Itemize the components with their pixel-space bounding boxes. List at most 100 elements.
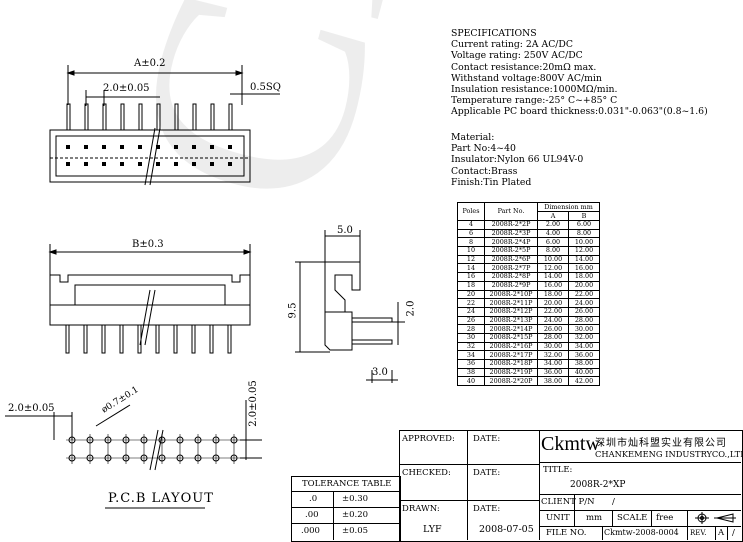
dim-a-cell: 36.00	[537, 367, 569, 378]
part-no-cell: 2008R-2*15P	[484, 332, 538, 343]
part-no-cell: 2008R-2*6P	[484, 254, 538, 265]
part-no-cell: 2008R-2*7P	[484, 263, 538, 274]
material-line: Contact:Brass	[451, 165, 518, 177]
part-no-cell: 2008R-2*4P	[484, 237, 538, 248]
dim-b-cell: 34.00	[568, 341, 600, 352]
checked-date-label: DATE:	[473, 468, 501, 478]
pcb-layout-title: P.C.B LAYOUT	[108, 491, 214, 506]
part-no-cell: 2008R-2*9P	[484, 280, 538, 291]
front-view	[48, 244, 252, 354]
material-line: Finish:Tin Plated	[451, 176, 532, 188]
dim-a-cell: 8.00	[537, 246, 569, 256]
spec-line: Voltage rating: 250V AC/DC	[451, 50, 583, 62]
dim-b-cell: 8.00	[568, 228, 600, 239]
dim-b-cell: 24.00	[568, 298, 600, 308]
spec-line: Current rating: 2A AC/DC	[451, 39, 574, 51]
dim-a-cell: 4.00	[537, 228, 569, 239]
unit-value: mm	[586, 513, 603, 523]
spec-line: Withstand voltage:800V AC/min	[451, 72, 602, 84]
drawn-by: LYF	[423, 524, 442, 535]
poles-cell: 10	[457, 246, 485, 256]
part-no-cell: 2008R-2*2P	[484, 220, 538, 230]
poles-cell: 6	[457, 228, 485, 239]
drawing-title: 2008R-2*XP	[570, 480, 626, 490]
dim-height: 9.5	[287, 302, 299, 319]
poles-cell: 36	[457, 359, 485, 369]
part-no-cell: 2008R-2*12P	[484, 306, 538, 317]
rev-sheet: /	[732, 528, 735, 538]
dim-a-cell: 24.00	[537, 315, 569, 326]
material-line: Material:	[451, 132, 495, 143]
dim-b-cell: 16.00	[568, 263, 600, 274]
part-no-cell: 2008R-2*16P	[484, 341, 538, 352]
dim-b-cell: 20.00	[568, 280, 600, 291]
spec-line: Contact resistance:20mΩ max.	[451, 61, 597, 73]
part-no-cell: 2008R-2*17P	[484, 350, 538, 360]
dim-a-cell: 2.00	[537, 220, 569, 230]
dim-b: B±0.3	[132, 239, 164, 250]
dim-b-cell: 32.00	[568, 332, 600, 343]
drawn-label: DRAWN:	[402, 504, 440, 514]
poles-cell: 16	[457, 272, 485, 282]
dim-a-cell: 22.00	[537, 306, 569, 317]
poles-cell: 30	[457, 332, 485, 343]
rev-label: REV.	[690, 529, 707, 537]
company-name-en: CHANKEMENG INDUSTRYCO.,LTD	[595, 449, 743, 459]
dim-sq: 0.5SQ	[250, 82, 281, 93]
client-pn-value: /	[612, 497, 615, 507]
dim-b-cell: 36.00	[568, 350, 600, 360]
tol-decimal: .00	[305, 510, 319, 520]
tol-decimal: .0	[309, 494, 318, 504]
material: Material: Part No:4~40 Insulator:Nylon 6…	[451, 132, 583, 188]
dim-a-cell: 14.00	[537, 272, 569, 282]
pcb-pitch-y: 2.0±0.05	[247, 380, 259, 427]
part-no-cell: 2008R-2*19P	[484, 367, 538, 378]
approved-date-label: DATE:	[473, 434, 501, 444]
dim-b-cell: 14.00	[568, 254, 600, 265]
poles-cell: 24	[457, 306, 485, 317]
material-line: Part No:4~40	[451, 143, 516, 155]
part-no-cell: 2008R-2*8P	[484, 272, 538, 282]
spec-line: Temperature range:-25° C~+85° C	[451, 95, 618, 107]
part-no-cell: 2008R-2*18P	[484, 359, 538, 369]
poles-cell: 28	[457, 324, 485, 334]
dim-b-cell: 12.00	[568, 246, 600, 256]
scale-value: free	[656, 513, 674, 523]
side-view	[295, 230, 405, 383]
dim-b-cell: 30.00	[568, 324, 600, 334]
poles-cell: 40	[457, 376, 485, 387]
col-dimension: Dimension mm	[537, 202, 600, 212]
dim-a-cell: 18.00	[537, 289, 569, 300]
poles-cell: 14	[457, 263, 485, 274]
part-no-cell: 2008R-2*10P	[484, 289, 538, 300]
specifications: SPECIFICATIONS Current rating: 2A AC/DC …	[451, 28, 708, 118]
dim-b-cell: 40.00	[568, 367, 600, 378]
dim-pitch: 2.0±0.05	[103, 83, 150, 94]
col-part-no: Part No.	[484, 202, 538, 221]
poles-cell: 22	[457, 298, 485, 308]
spec-title: SPECIFICATIONS	[451, 28, 537, 39]
tol-decimal: .000	[301, 526, 320, 536]
file-no-label: FILE NO.	[546, 528, 587, 538]
title-label: TITLE:	[543, 465, 573, 475]
part-no-cell: 2008R-2*13P	[484, 315, 538, 326]
part-no-cell: 2008R-2*3P	[484, 228, 538, 239]
dim-pin-offset: 2.0	[405, 300, 417, 317]
col-a: A	[537, 211, 569, 221]
spec-line: Applicable PC board thickness:0.031"-0.0…	[451, 106, 708, 118]
drawn-date-label: DATE:	[473, 504, 501, 514]
dim-width: 5.0	[337, 225, 353, 236]
tol-value: ±0.30	[342, 494, 369, 504]
